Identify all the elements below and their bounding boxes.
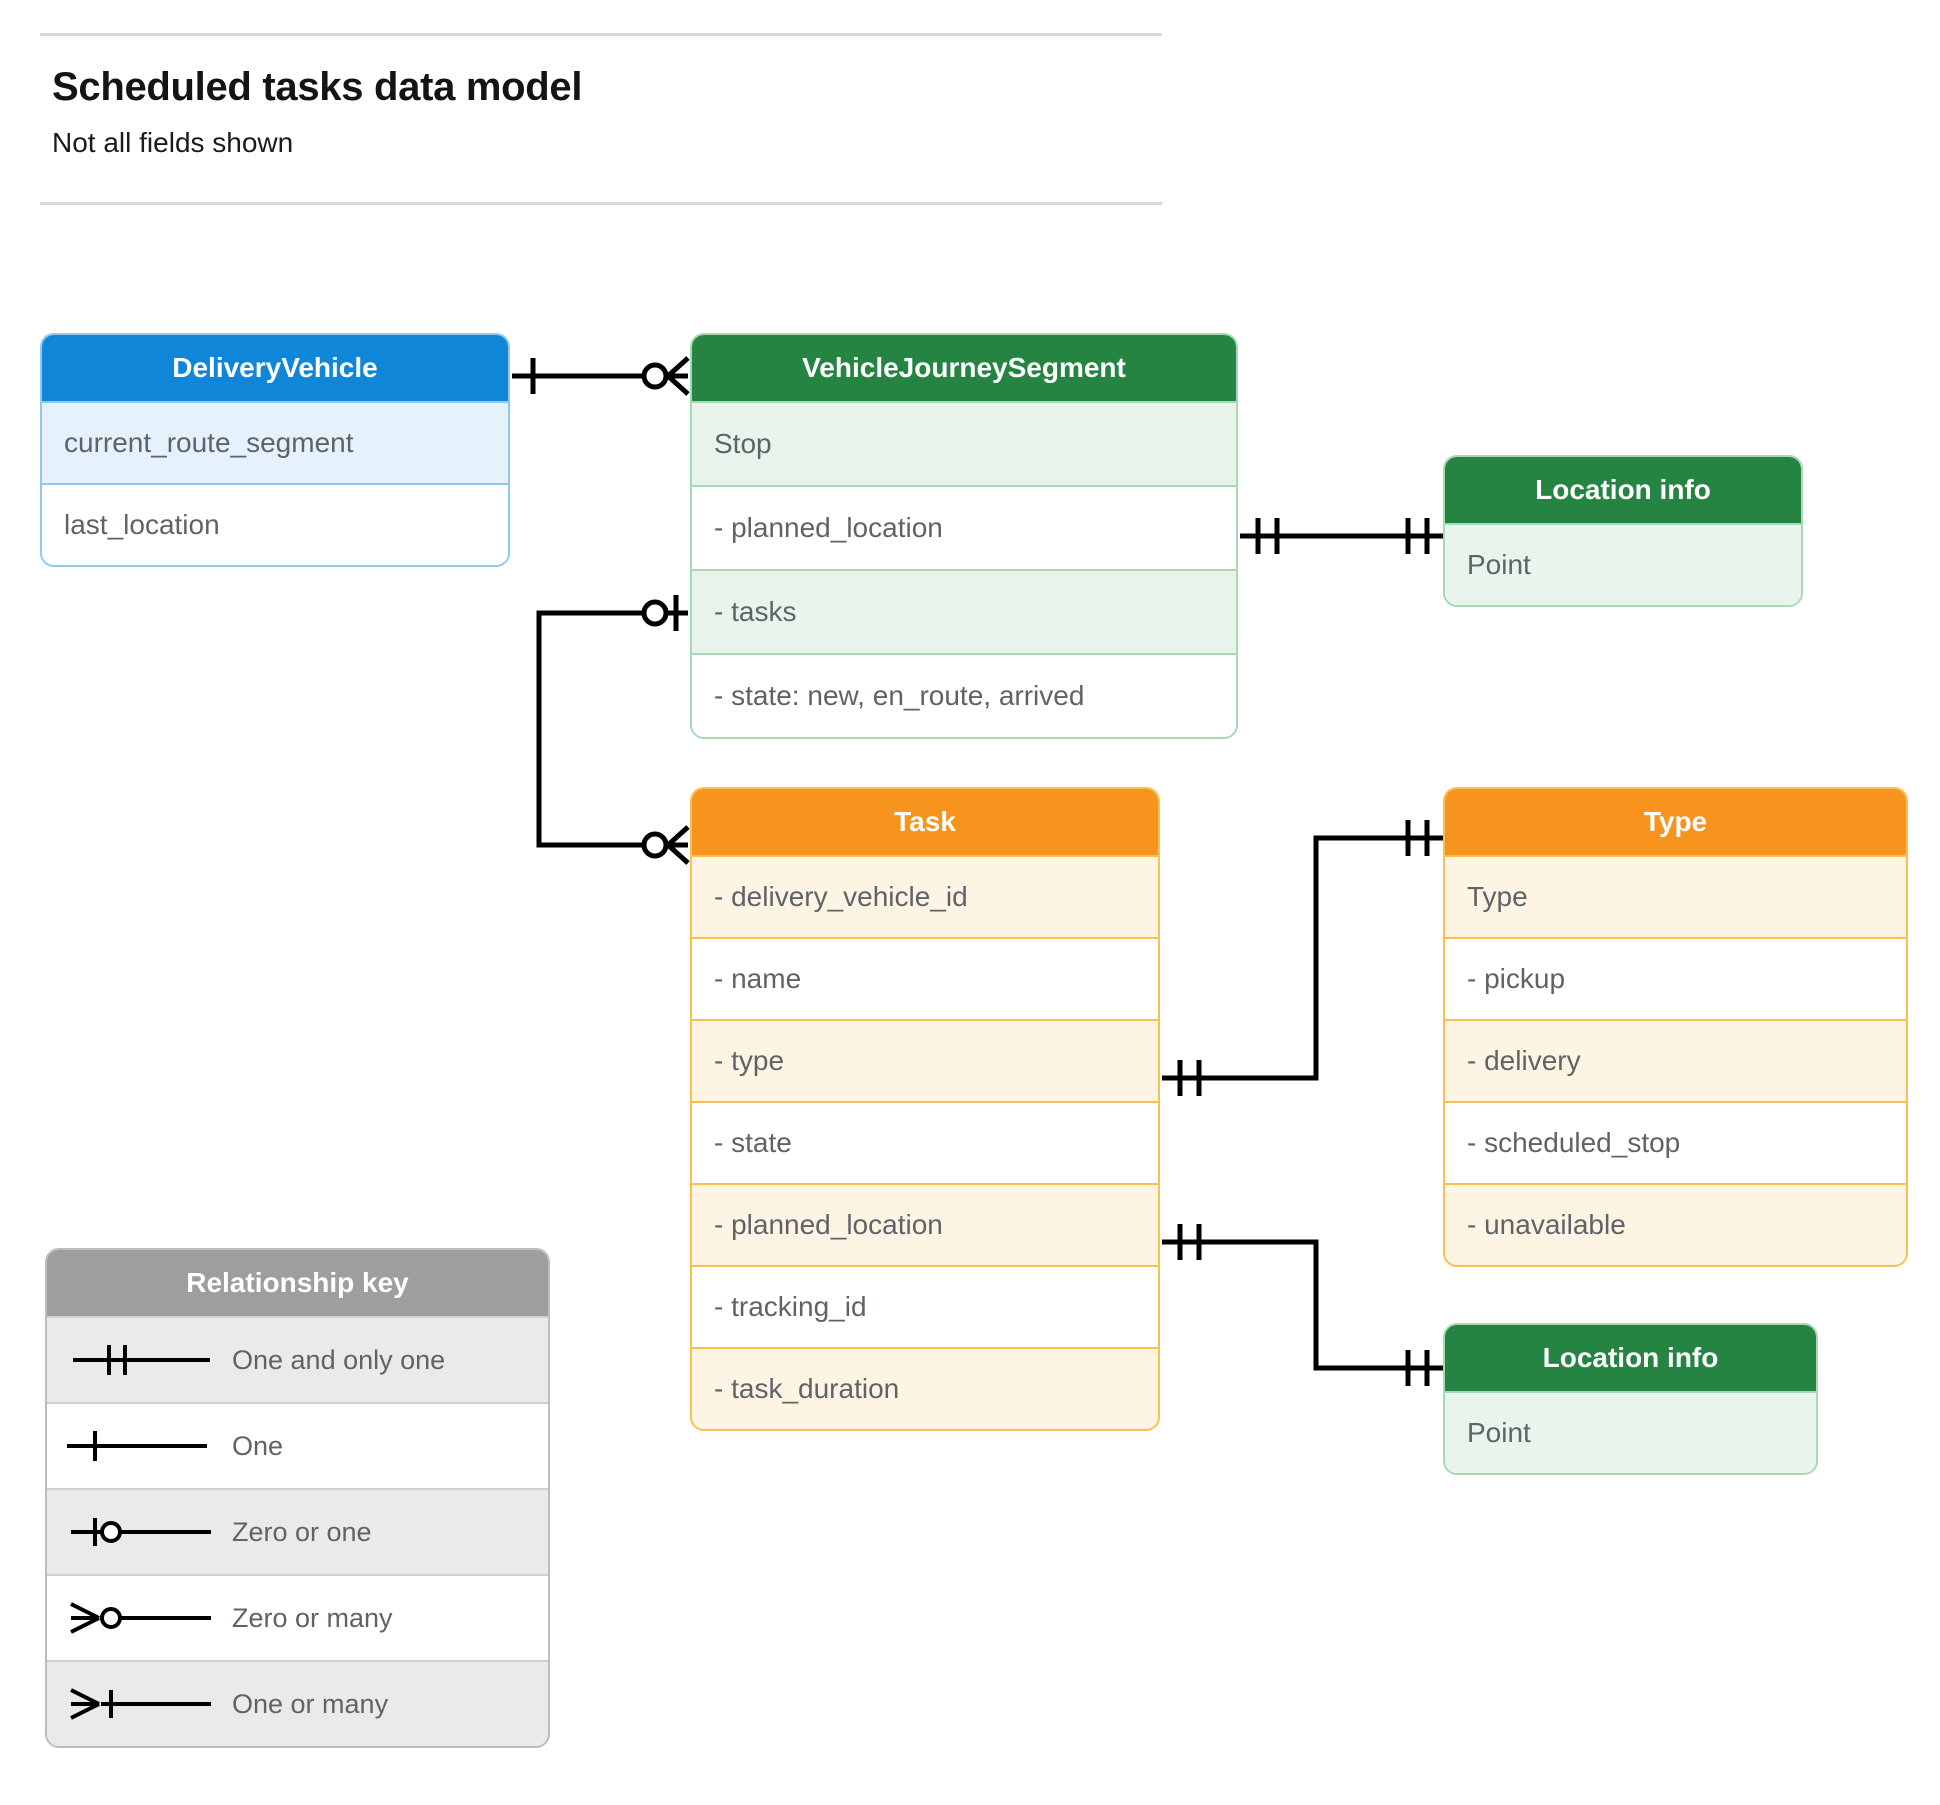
field-row: - planned_location: [692, 1183, 1158, 1265]
field-row: - delivery_vehicle_id: [692, 855, 1158, 937]
crow-upper-vjs: [666, 356, 690, 378]
legend-item-one-and-only-one: One and only one: [47, 1316, 548, 1402]
relationship-key-legend: Relationship key One and only one: [45, 1248, 550, 1748]
field-row: - name: [692, 937, 1158, 1019]
entity-task[interactable]: Task - delivery_vehicle_id - name - type…: [690, 787, 1160, 1431]
circle-zero-vjs: [641, 362, 669, 390]
field-row: - type: [692, 1019, 1158, 1101]
one-and-only-one-icon: [47, 1340, 232, 1380]
field-row: - task_duration: [692, 1347, 1158, 1429]
relationship-key-title: Relationship key: [47, 1250, 548, 1316]
field-row: - scheduled_stop: [1445, 1101, 1906, 1183]
legend-item-zero-or-one: Zero or one: [47, 1488, 548, 1574]
field-row: - state: new, en_route, arrived: [692, 653, 1236, 737]
field-row: Point: [1445, 1391, 1816, 1473]
field-row: - state: [692, 1101, 1158, 1183]
field-row: - planned_location: [692, 485, 1236, 569]
entity-vehicle-journey-segment[interactable]: VehicleJourneySegment Stop - planned_loc…: [690, 333, 1238, 739]
header-divider-top: [40, 33, 1162, 36]
page-subtitle: Not all fields shown: [52, 127, 294, 158]
entity-title-delivery-vehicle: DeliveryVehicle: [42, 335, 508, 401]
legend-label: Zero or many: [232, 1602, 393, 1633]
legend-item-one: One: [47, 1402, 548, 1488]
circle-zero-task: [641, 831, 669, 859]
legend-item-one-or-many: One or many: [47, 1660, 548, 1746]
field-row: last_location: [42, 483, 508, 565]
crow-lower-task: [666, 843, 690, 865]
header-divider-bottom: [40, 202, 1162, 205]
legend-label: One or many: [232, 1688, 389, 1719]
field-row: current_route_segment: [42, 401, 508, 483]
crow-upper-task: [666, 825, 690, 847]
entity-title-vehicle-journey-segment: VehicleJourneySegment: [692, 335, 1236, 401]
entity-type[interactable]: Type Type - pickup - delivery - schedule…: [1443, 787, 1908, 1267]
field-row: Stop: [692, 401, 1236, 485]
zero-or-one-icon: [47, 1512, 232, 1552]
field-row: Type: [1445, 855, 1906, 937]
wire-task-locinfo: [1162, 1239, 1443, 1371]
circle-zero-tasks: [641, 599, 669, 627]
legend-label: One and only one: [232, 1344, 446, 1375]
wire-vjs-tasks-task: [536, 610, 688, 848]
entity-title-type: Type: [1445, 789, 1906, 855]
page-title: Scheduled tasks data model: [52, 65, 583, 109]
field-row: - tasks: [692, 569, 1236, 653]
field-row: - delivery: [1445, 1019, 1906, 1101]
legend-label: One: [232, 1430, 284, 1461]
legend-label: Zero or one: [232, 1516, 372, 1547]
field-row: - pickup: [1445, 937, 1906, 1019]
zero-or-many-icon: [47, 1598, 232, 1638]
entity-location-info-top[interactable]: Location info Point: [1443, 455, 1803, 607]
field-row: - unavailable: [1445, 1183, 1906, 1265]
entity-title-location-info-top: Location info: [1445, 457, 1801, 523]
one-icon: [47, 1426, 232, 1466]
crow-lower-vjs: [666, 374, 690, 396]
legend-item-zero-or-many: Zero or many: [47, 1574, 548, 1660]
one-or-many-icon: [47, 1684, 232, 1724]
field-row: Point: [1445, 523, 1801, 605]
field-row: - tracking_id: [692, 1265, 1158, 1347]
wire-task-type: [1162, 835, 1443, 1081]
entity-title-location-info-bottom: Location info: [1445, 1325, 1816, 1391]
entity-location-info-bottom[interactable]: Location info Point: [1443, 1323, 1818, 1475]
entity-title-task: Task: [692, 789, 1158, 855]
entity-delivery-vehicle[interactable]: DeliveryVehicle current_route_segment la…: [40, 333, 510, 567]
